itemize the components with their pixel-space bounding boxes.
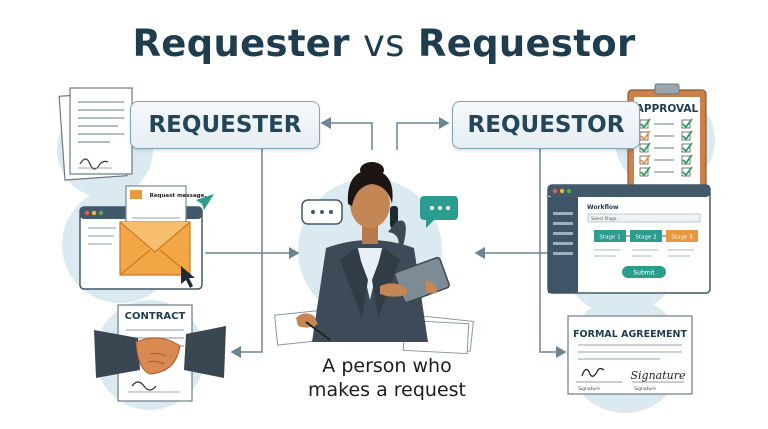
check-icon	[640, 130, 651, 141]
caption: A person who makes a request	[262, 354, 512, 402]
approval-checklist	[639, 118, 693, 177]
workflow-stage-3: Stage 3	[671, 235, 693, 241]
agreement-signature-script: Signature	[630, 369, 686, 382]
workflow-title: Workflow	[587, 204, 619, 211]
caption-line-2: makes a request	[307, 379, 466, 401]
check-icon	[640, 154, 651, 165]
workflow-select: Select Stage...	[591, 216, 620, 221]
caption-line-1: A person who	[322, 355, 452, 377]
check-icon	[682, 154, 693, 165]
formal-agreement-document	[567, 315, 693, 395]
check-icon	[682, 166, 693, 177]
contract-handshake-icon	[94, 304, 226, 402]
page-title: Requester vs Requestor	[0, 22, 768, 65]
check-icon	[682, 142, 693, 153]
title-word-2: Requestor	[417, 22, 636, 65]
check-icon	[682, 118, 693, 129]
agreement-signature-left: Signature	[578, 386, 600, 392]
requestor-label-text: REQUESTOR	[467, 112, 625, 138]
email-message-text: Request message.	[150, 193, 207, 199]
workflow-stage-1: Stage 1	[599, 235, 620, 241]
approval-title: APPROVAL	[636, 103, 699, 115]
agreement-title: FORMAL AGREEMENT	[573, 329, 687, 340]
paper-document-icon	[58, 87, 133, 181]
speech-bubble-left-icon	[301, 199, 343, 225]
title-word-1: Requester	[132, 22, 350, 65]
check-icon	[640, 166, 651, 177]
workflow-submit: Submit	[633, 270, 655, 277]
requester-label: REQUESTER	[130, 101, 320, 149]
email-window-icon	[79, 185, 214, 290]
check-icon	[682, 130, 693, 141]
requestor-label: REQUESTOR	[452, 101, 640, 149]
title-vs: vs	[362, 22, 405, 65]
connector-lines	[205, 117, 567, 358]
speech-bubble-right-icon	[420, 196, 458, 228]
check-icon	[640, 142, 651, 153]
contract-title: CONTRACT	[125, 311, 186, 322]
check-icon	[640, 118, 651, 129]
person-illustration	[274, 162, 474, 355]
agreement-signature-right: Signature	[634, 386, 656, 392]
workflow-window-icon	[547, 184, 711, 294]
requester-label-text: REQUESTER	[148, 112, 302, 138]
workflow-stage-2: Stage 2	[635, 235, 656, 241]
